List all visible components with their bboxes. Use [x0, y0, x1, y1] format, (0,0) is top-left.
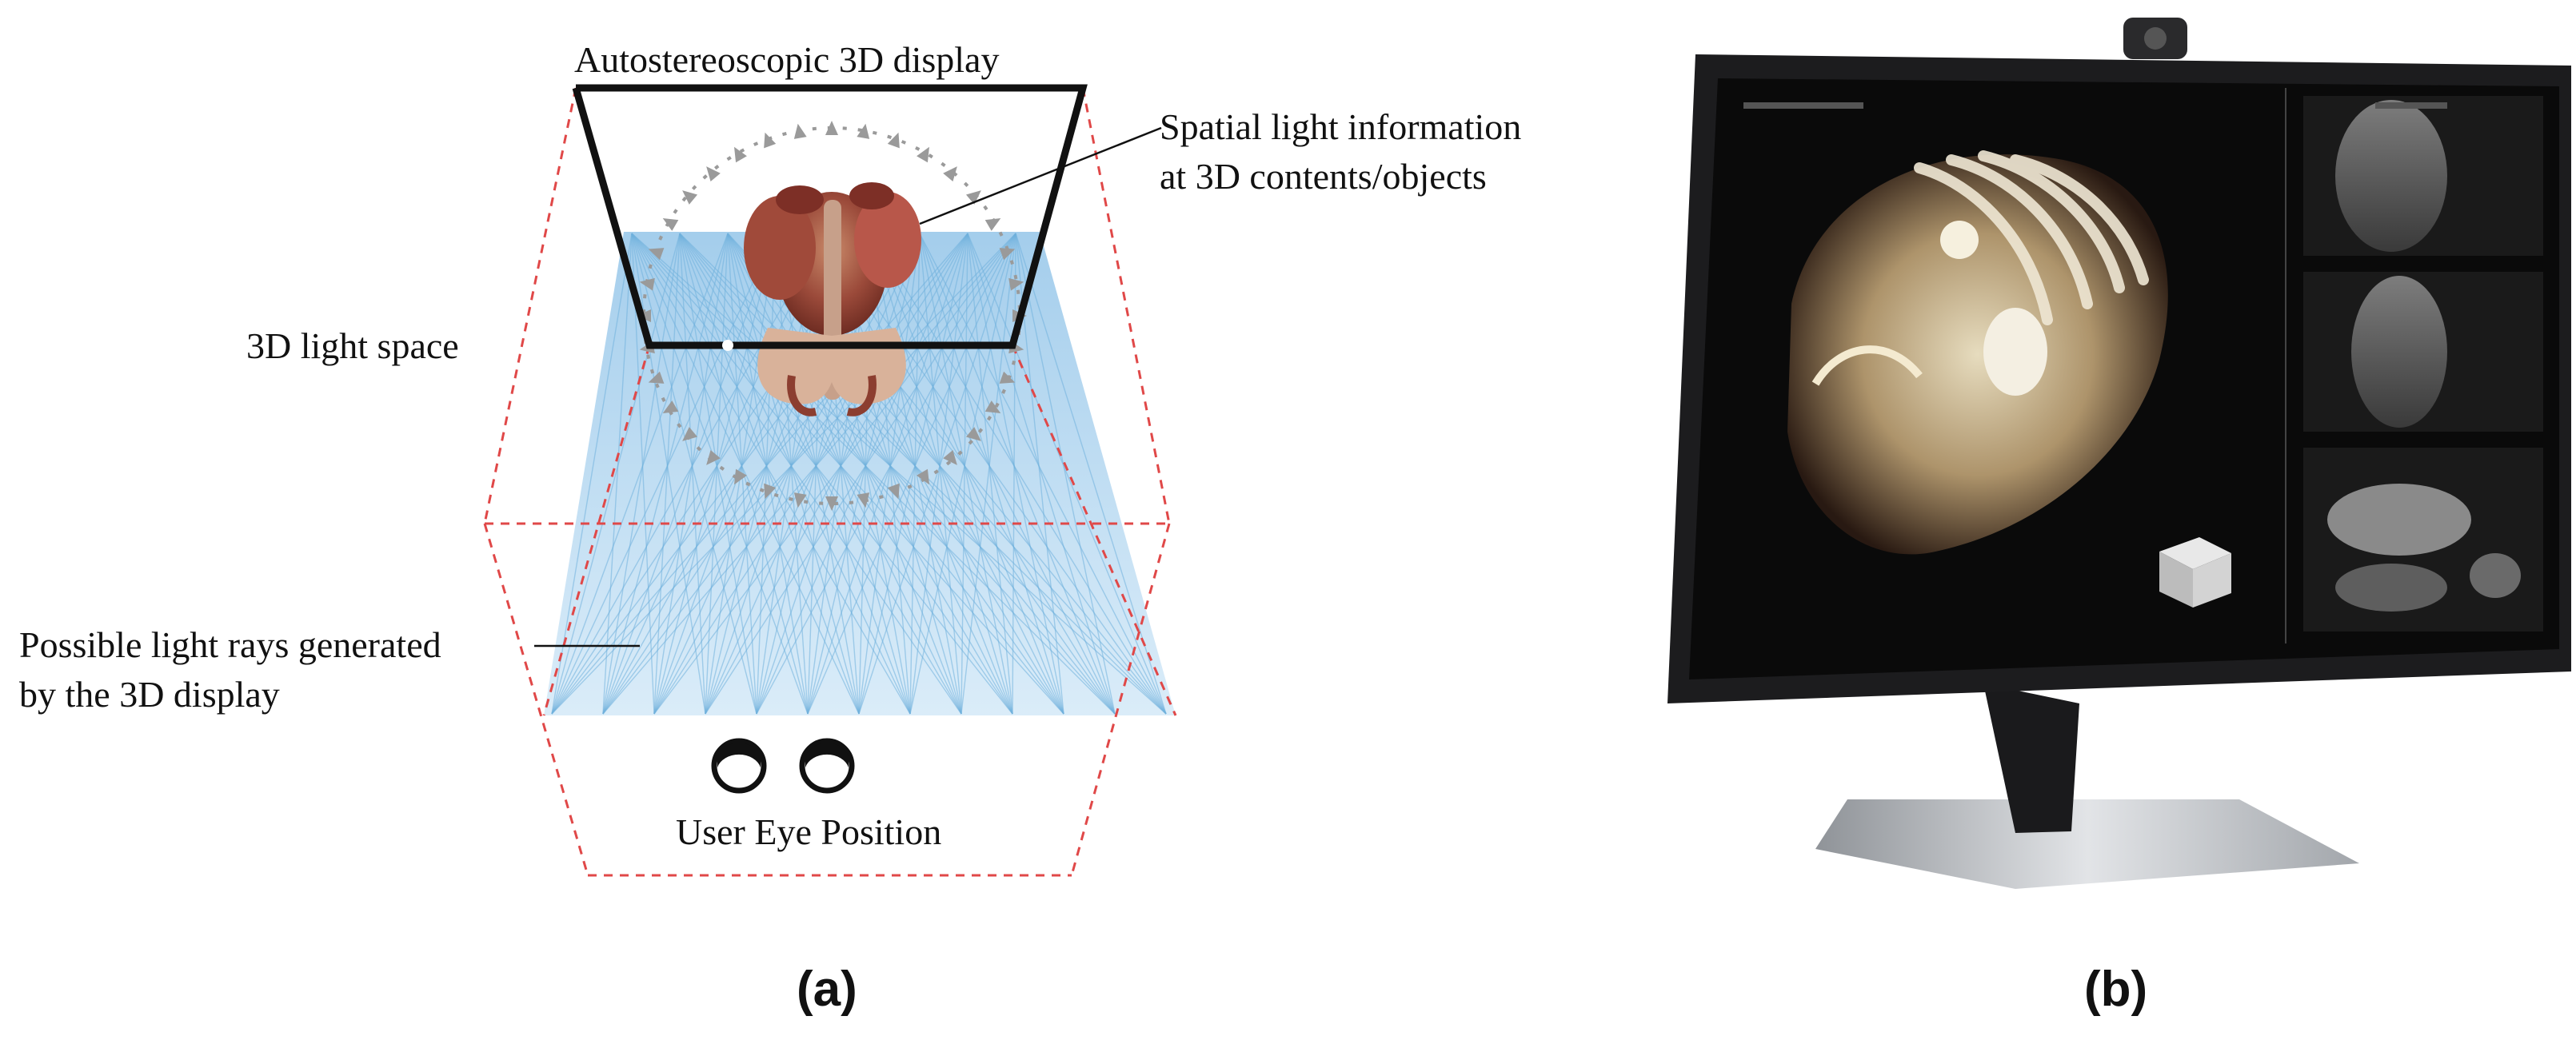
pixel-point [722, 340, 733, 351]
camera-icon [2123, 18, 2187, 59]
screen-header-bar [2375, 102, 2447, 109]
volume-render [1787, 150, 2168, 555]
light-rays-label: Possible light rays generated by the 3D … [19, 620, 441, 719]
spatial-light-leader [919, 126, 1162, 225]
panel-a-label: (a) [797, 962, 857, 1017]
eye-icon [711, 738, 767, 794]
display-label: Autostereoscopic 3D display [574, 39, 1000, 80]
light-rays-label-line1: Possible light rays generated [19, 624, 441, 665]
spatial-light-label: Spatial light information at 3D contents… [1160, 102, 1521, 201]
light-rays-label-line2: by the 3D display [19, 674, 280, 715]
eye-icon [799, 738, 855, 794]
spatial-light-label-line1: Spatial light information [1160, 106, 1522, 147]
orientation-cube-icon [2159, 537, 2231, 608]
panel-b-label: (b) [2084, 962, 2148, 1017]
spatial-light-label-line2: at 3D contents/objects [1160, 156, 1487, 197]
ct-slice-panels [2285, 88, 2543, 644]
eye-position-label: User Eye Position [676, 811, 942, 852]
monitor-stand [1815, 683, 2359, 889]
light-space-label: 3D light space [246, 325, 459, 366]
display-frame [572, 84, 1088, 349]
screen-header-bar [1743, 102, 1863, 109]
